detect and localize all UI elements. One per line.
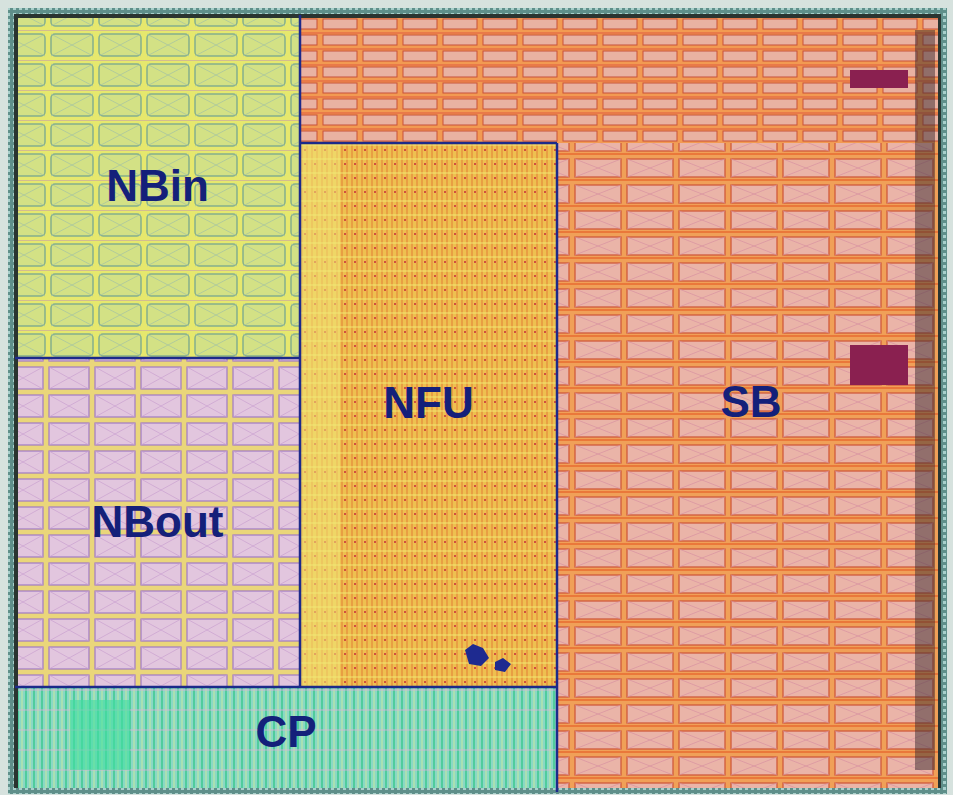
die-edge — [14, 14, 941, 788]
buffer-region: SB — [557, 15, 945, 790]
buffer-region: NBout — [15, 358, 300, 687]
region-label: CP — [249, 706, 322, 758]
compute-region: NFU — [300, 143, 557, 663]
nbin-region — [18, 18, 300, 358]
cp-region — [18, 687, 557, 788]
nfu-region — [300, 143, 557, 687]
region-line — [15, 686, 557, 689]
top-strip — [300, 18, 938, 143]
region-label: SB — [714, 376, 787, 428]
nbout-region — [18, 358, 300, 687]
region-line — [556, 143, 559, 792]
nfu-yellow-band — [300, 143, 340, 687]
region-label: NFU — [377, 377, 479, 429]
region-line — [300, 142, 557, 145]
buffer-region: NBin — [15, 15, 300, 358]
sb-edge-column — [915, 30, 935, 770]
pad-ring — [8, 8, 947, 794]
control-region: CP — [15, 687, 557, 777]
sb-region — [557, 143, 938, 788]
region-label: NBout — [86, 496, 230, 548]
nfu-blue-cells — [465, 644, 511, 672]
region-line — [15, 357, 300, 360]
region-outlines — [15, 15, 557, 792]
region-label: NBin — [100, 160, 215, 212]
sb-dark-block — [850, 70, 908, 88]
cp-block — [70, 700, 130, 770]
region-line — [299, 15, 302, 687]
nbin-tint — [18, 18, 300, 358]
sb-dark-block — [850, 345, 908, 385]
